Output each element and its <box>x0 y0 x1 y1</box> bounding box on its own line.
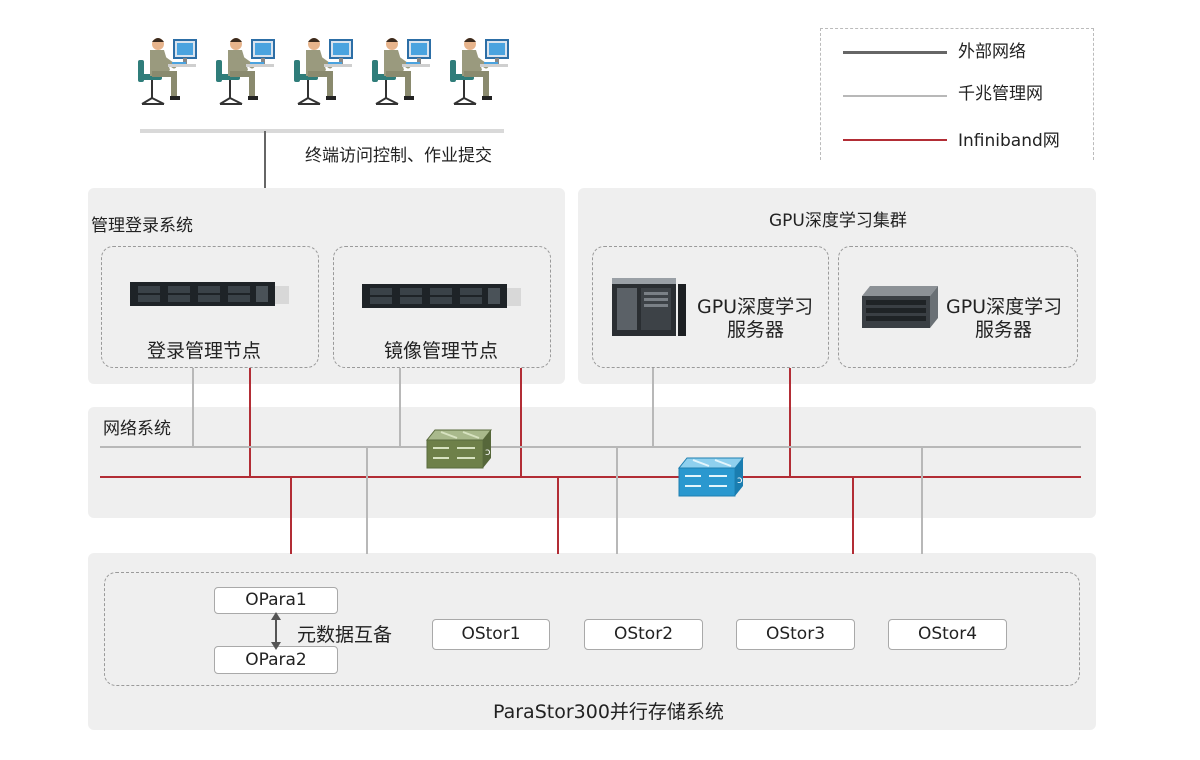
storage-title: ParaStor300并行存储系统 <box>493 701 724 723</box>
gpu-server-rack <box>838 246 1078 368</box>
tower-server-icon <box>612 278 686 336</box>
image-node-label: 镜像管理节点 <box>384 340 499 362</box>
ib-link-image <box>520 368 522 477</box>
ostor-node-3: OStor3 <box>736 619 855 650</box>
workstation-user-icon <box>216 38 275 105</box>
login-node-label: 登录管理节点 <box>147 340 262 362</box>
terminal-caption: 终端访问控制、作业提交 <box>305 146 492 166</box>
ostor-node-1: OStor1 <box>432 619 550 650</box>
terminal-bar <box>140 129 504 133</box>
svg-text:ɔ: ɔ <box>485 447 491 458</box>
external-link-vertical <box>264 131 266 215</box>
mgmt-link-storage-1 <box>366 446 368 554</box>
workstation-user-icon <box>372 38 431 105</box>
storage-cluster <box>104 572 1080 686</box>
gigabit-switch-icon: ɔ <box>425 429 493 469</box>
mgmt-link-login <box>192 368 194 446</box>
gpu-title: GPU深度学习集群 <box>769 211 907 231</box>
mgmt-link-image <box>399 368 401 446</box>
gpu-server-tower-label-1: GPU深度学习 <box>697 296 814 318</box>
ostor-node-2: OStor2 <box>584 619 703 650</box>
mutual-backup-arrow-icon <box>271 612 281 650</box>
gpu-server-tower-label-2: 服务器 <box>727 319 785 341</box>
opara-node-2: OPara2 <box>214 646 338 674</box>
infiniband-network-bus <box>100 476 1081 478</box>
workstation-user-icon <box>450 38 509 105</box>
workstation-user-icon <box>294 38 353 105</box>
legend-label-management: 千兆管理网 <box>958 84 1043 104</box>
ostor-node-4: OStor4 <box>888 619 1007 650</box>
ib-link-storage-3 <box>852 476 854 554</box>
legend-label-infiniband: Infiniband网 <box>958 131 1060 151</box>
image-node <box>333 246 551 368</box>
legend: 外部网络 千兆管理网 Infiniband网 <box>820 28 1094 160</box>
opara-node-1: OPara1 <box>214 587 338 614</box>
login-node <box>101 246 319 368</box>
legend-swatch-management <box>843 95 947 97</box>
rack-server-icon <box>130 282 289 306</box>
network-panel <box>88 407 1096 518</box>
gpu-server-rack-label-1: GPU深度学习 <box>946 296 1063 318</box>
mgmt-title: 管理登录系统 <box>91 216 193 236</box>
legend-swatch-infiniband <box>843 139 947 141</box>
ib-link-gpu-tower <box>789 368 791 477</box>
ib-link-storage-1 <box>290 476 292 554</box>
mgmt-link-gpu-tower <box>652 368 654 446</box>
mgmt-link-storage-2 <box>616 446 618 554</box>
gpu-server-tower <box>592 246 829 368</box>
svg-text:ɔ: ɔ <box>737 475 743 486</box>
opara-backup-note: 元数据互备 <box>297 624 393 646</box>
workstation-user-icon <box>138 38 197 105</box>
management-network-bus <box>100 446 1081 448</box>
mgmt-link-storage-3 <box>921 446 923 554</box>
legend-swatch-external <box>843 51 947 54</box>
ib-link-storage-2 <box>557 476 559 554</box>
gpu-server-rack-label-2: 服务器 <box>975 319 1033 341</box>
network-title: 网络系统 <box>103 419 171 439</box>
gpu-rack-server-icon <box>862 286 938 328</box>
ib-link-login <box>249 368 251 477</box>
infiniband-switch-icon: ɔ <box>677 457 745 497</box>
rack-server-icon <box>362 284 521 308</box>
legend-label-external: 外部网络 <box>958 42 1026 62</box>
